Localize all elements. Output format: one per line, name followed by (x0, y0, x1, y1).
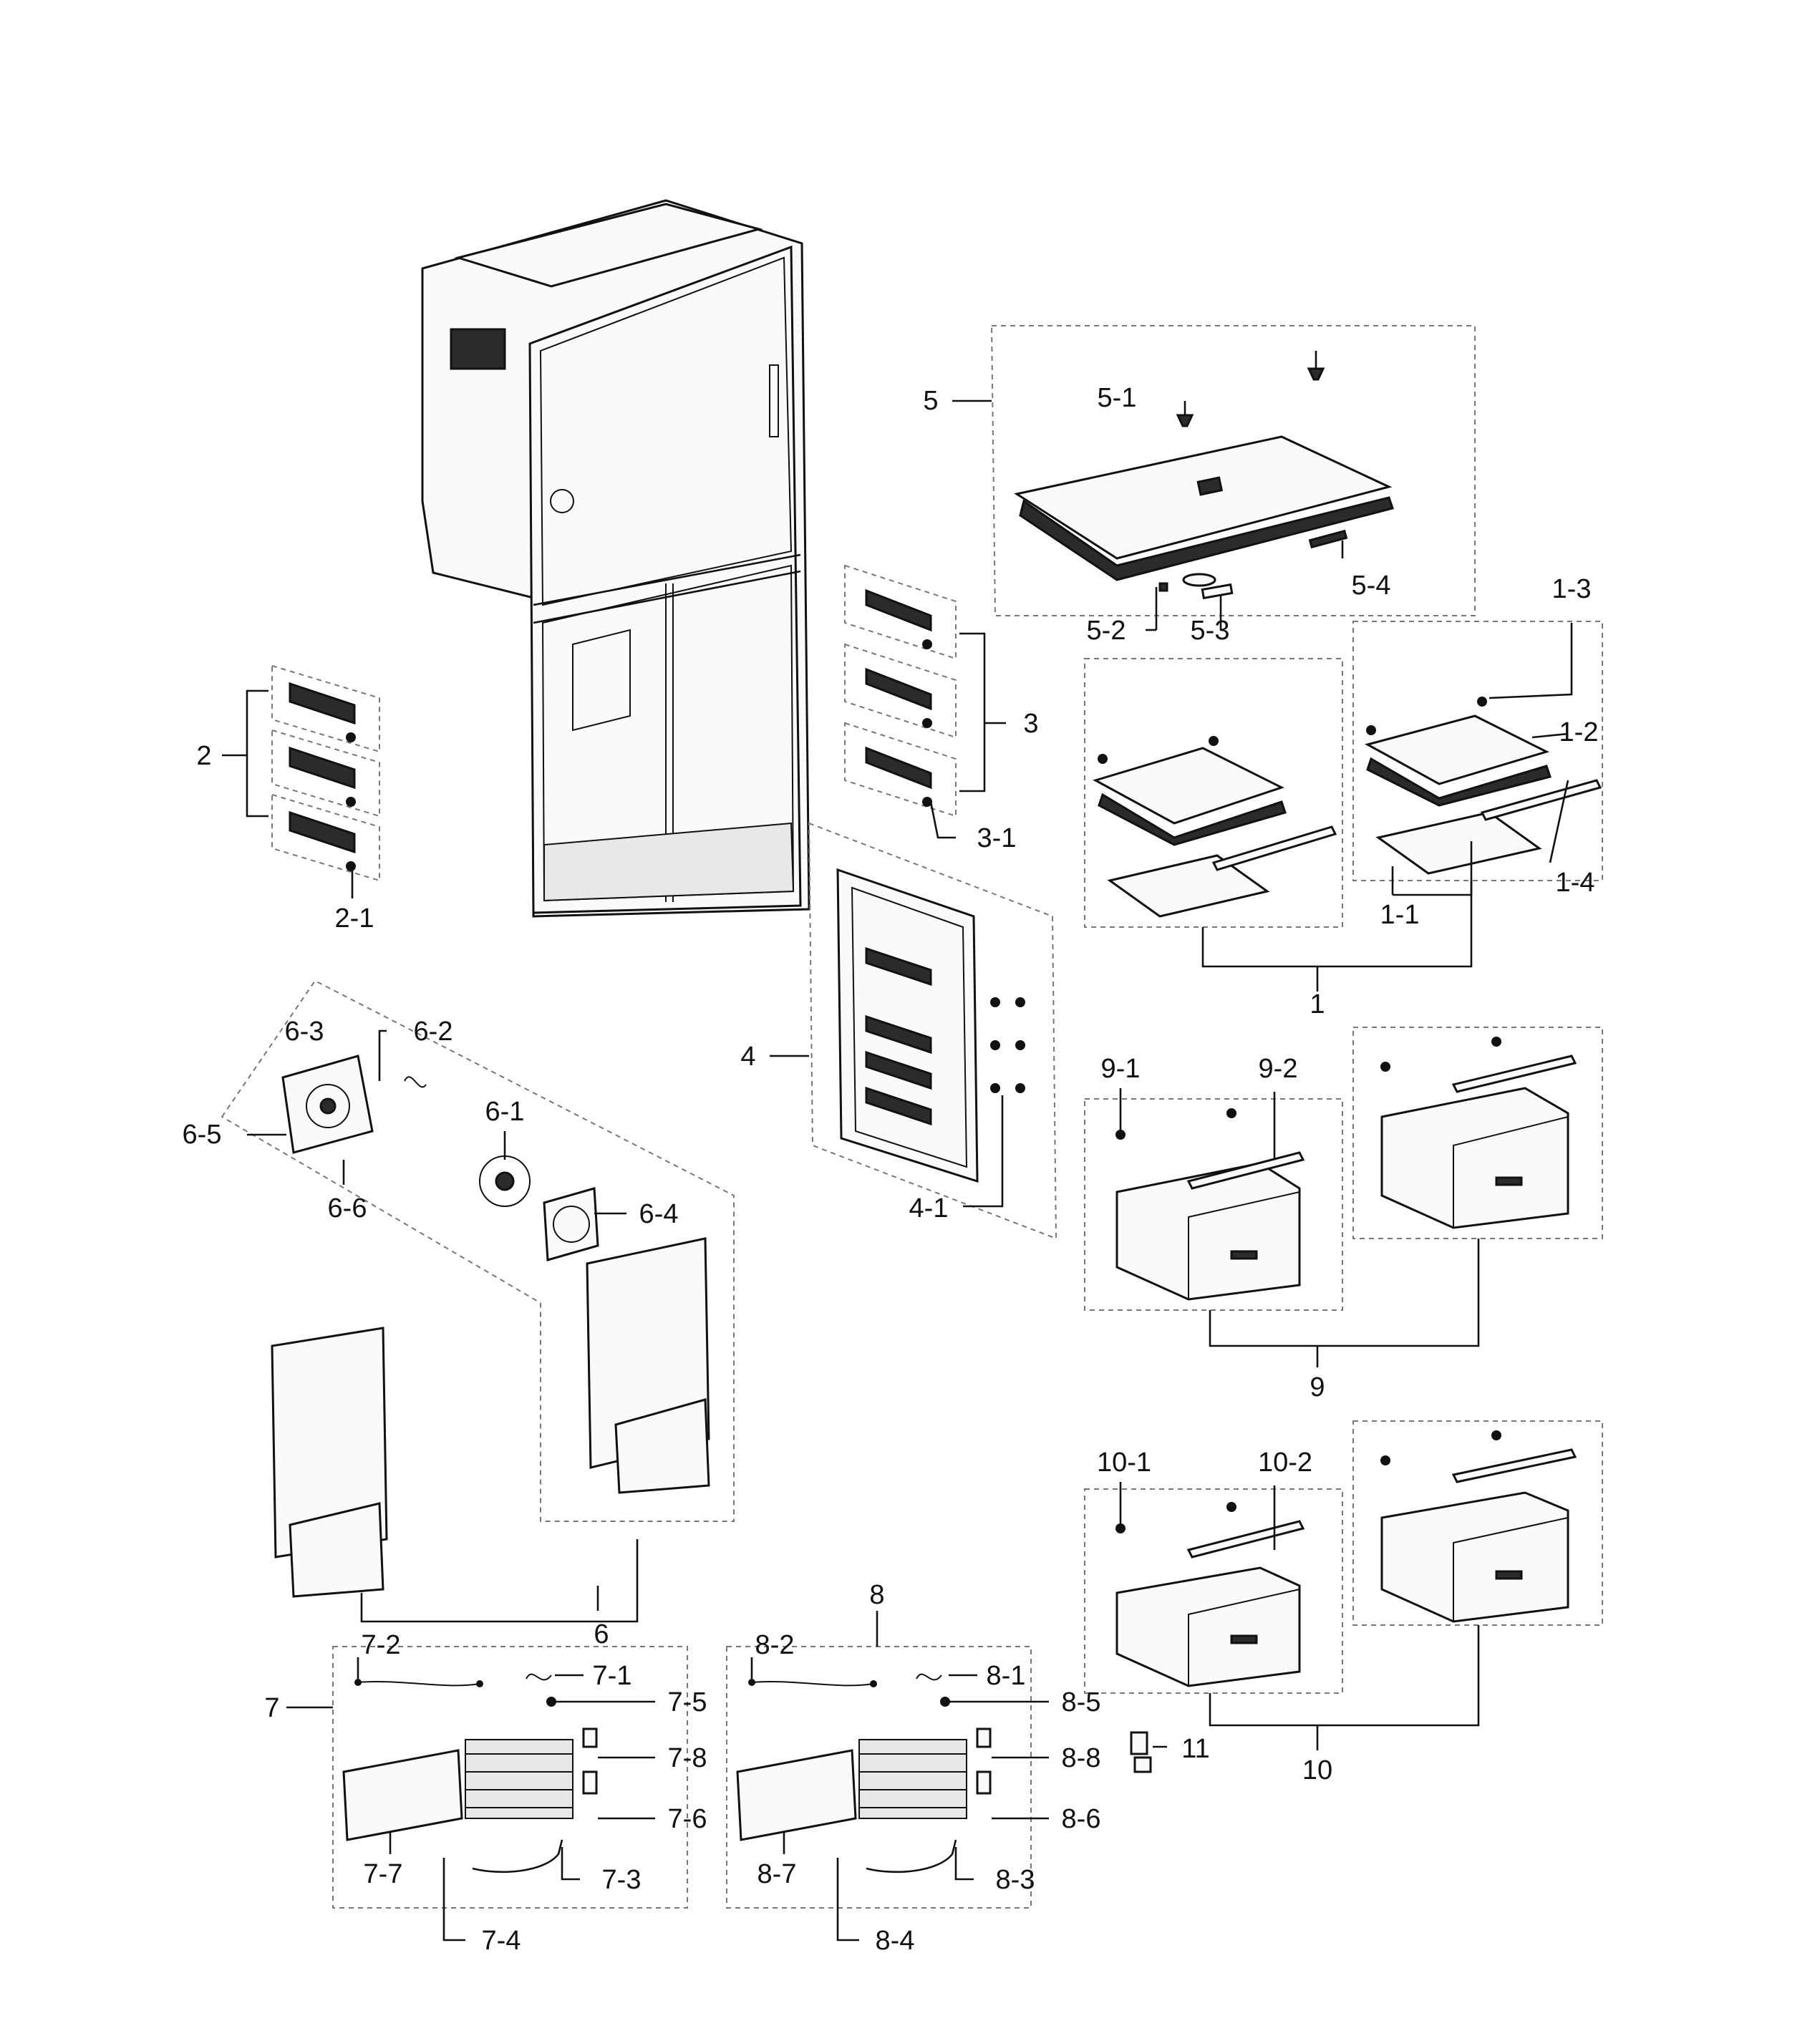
label-8-3: 8-3 (996, 1865, 1035, 1895)
label-8-1: 8-1 (987, 1661, 1026, 1691)
label-7-3: 7-3 (602, 1865, 642, 1895)
label-6-1: 6-1 (485, 1097, 525, 1127)
label-10: 10 (1302, 1755, 1332, 1785)
label-6-5: 6-5 (183, 1120, 222, 1150)
label-4: 4 (740, 1042, 755, 1072)
label-8-5: 8-5 (1062, 1687, 1101, 1717)
label-1-3: 1-3 (1552, 574, 1592, 604)
label-3-1: 3-1 (977, 823, 1017, 853)
label-2: 2 (196, 741, 211, 771)
label-1-2: 1-2 (1559, 717, 1599, 747)
label-8-7: 8-7 (757, 1859, 797, 1889)
label-9-1: 9-1 (1101, 1054, 1141, 1084)
label-5-4: 5-4 (1352, 571, 1391, 601)
label-7-1: 7-1 (593, 1661, 632, 1691)
label-10-1: 10-1 (1097, 1448, 1151, 1478)
label-8-4: 8-4 (876, 1926, 915, 1956)
label-7-2: 7-2 (362, 1630, 401, 1660)
leader-lines (222, 399, 1573, 1942)
label-7-5: 7-5 (668, 1687, 707, 1717)
group-2 (271, 664, 380, 882)
label-6-4: 6-4 (639, 1199, 679, 1229)
label-5-2: 5-2 (1087, 616, 1126, 646)
label-5-3: 5-3 (1191, 616, 1230, 646)
group-10 (1084, 1420, 1603, 1773)
group-8 (726, 1646, 1032, 1909)
group-4 (808, 822, 1057, 1240)
group-3 (844, 564, 957, 818)
label-1-1: 1-1 (1380, 900, 1420, 930)
label-7: 7 (264, 1693, 279, 1723)
label-6-3: 6-3 (285, 1017, 324, 1047)
label-10-2: 10-2 (1258, 1448, 1312, 1478)
label-2-1: 2-1 (335, 903, 374, 934)
label-11: 11 (1181, 1734, 1209, 1764)
label-4-1: 4-1 (909, 1193, 949, 1223)
label-3: 3 (1023, 709, 1038, 739)
callout-labels: 5 5-1 5-2 5-3 5-4 1-3 1-2 1-4 1-1 1 9-1 … (183, 383, 1599, 1956)
group-6 (221, 979, 735, 1598)
label-6-6: 6-6 (328, 1193, 367, 1223)
group-7 (332, 1646, 688, 1909)
refrigerator-cabinet (421, 199, 810, 918)
label-6-2: 6-2 (414, 1017, 453, 1047)
label-7-8: 7-8 (668, 1743, 707, 1773)
label-1: 1 (1310, 989, 1325, 1019)
group-9 (1084, 1027, 1603, 1311)
label-7-6: 7-6 (668, 1804, 707, 1834)
label-8-2: 8-2 (755, 1630, 795, 1660)
label-1-4: 1-4 (1556, 868, 1595, 898)
label-6: 6 (594, 1619, 609, 1649)
label-5-1: 5-1 (1098, 383, 1137, 413)
label-8: 8 (869, 1580, 884, 1610)
group-1 (1084, 621, 1603, 928)
label-9: 9 (1310, 1372, 1325, 1402)
label-5: 5 (923, 386, 938, 416)
label-7-4: 7-4 (482, 1926, 521, 1956)
group-5 (990, 325, 1476, 616)
label-8-8: 8-8 (1062, 1743, 1101, 1773)
label-8-6: 8-6 (1062, 1804, 1101, 1834)
label-7-7: 7-7 (364, 1859, 403, 1889)
label-9-2: 9-2 (1259, 1054, 1298, 1084)
